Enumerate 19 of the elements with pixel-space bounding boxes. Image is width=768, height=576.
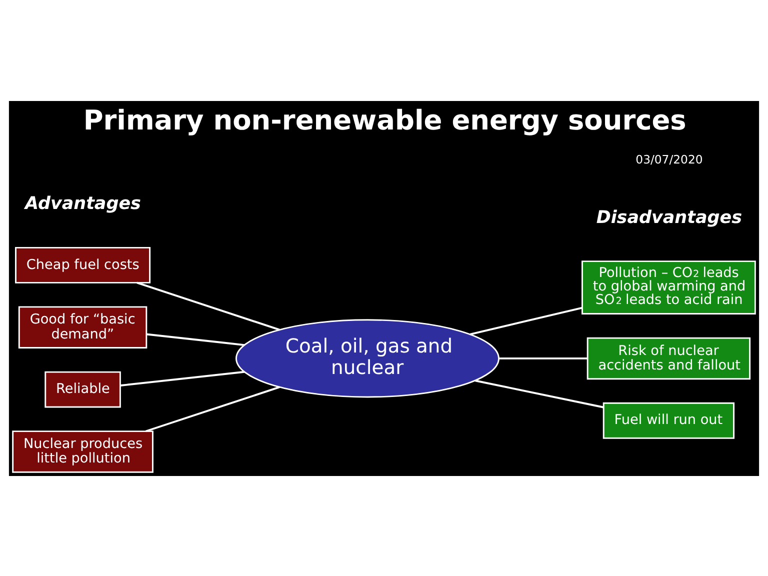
label: Advantages <box>24 194 141 214</box>
connector <box>136 281 280 330</box>
connector <box>475 379 604 408</box>
connector <box>498 356 588 359</box>
node-box: Pollution – CO2 leads to global warming and SO2 leads to acid rain <box>582 260 756 314</box>
node-box: Nuclear produces little pollution <box>12 430 154 472</box>
node-box: Risk of nuclear accidents and fallout <box>586 336 751 380</box>
label: Disadvantages <box>596 207 742 228</box>
node-box: Fuel will run out <box>602 402 735 438</box>
node-box: Good for “basic demand” <box>18 306 148 348</box>
node-box: Reliable <box>44 370 121 408</box>
connector <box>146 386 280 432</box>
diagram-title: Primary non-renewable energy sources <box>83 105 686 136</box>
connector <box>120 370 244 386</box>
label: 03/07/2020 <box>636 152 703 166</box>
node-box: Cheap fuel costs <box>15 246 151 283</box>
connector <box>146 332 245 346</box>
connector <box>470 306 582 335</box>
node-ellipse: Coal, oil, gas and nuclear <box>236 318 500 398</box>
